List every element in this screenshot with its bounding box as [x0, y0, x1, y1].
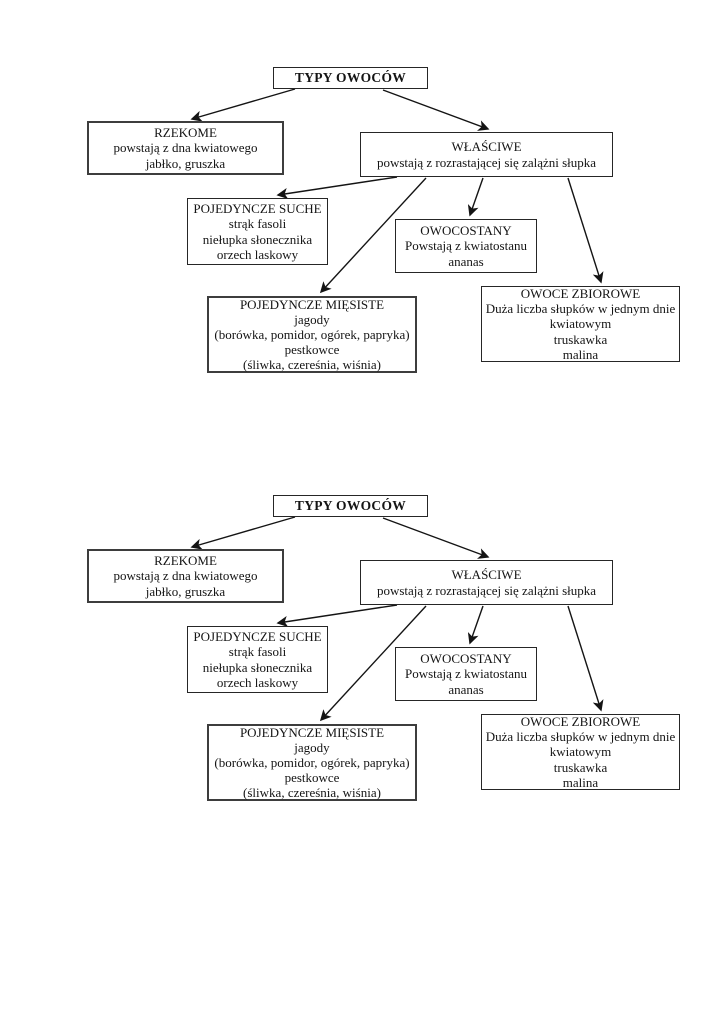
arrow-wlasciwe-to-pojedyncze-suche	[276, 604, 398, 628]
arrow-wlasciwe-to-pojedyncze-miesiste	[319, 177, 427, 294]
node-line: (borówka, pomidor, ogórek, papryka)	[214, 754, 410, 770]
node-line: niełupka słonecznika	[202, 659, 313, 675]
diagram-arrows	[190, 88, 604, 294]
node-title: POJEDYNCZE SUCHE	[193, 629, 322, 645]
node-title: OWOCOSTANY	[420, 223, 512, 239]
node-line: ananas	[448, 681, 484, 697]
node-title: POJEDYNCZE MIĘSISTE	[239, 724, 385, 740]
node-title: RZEKOME	[154, 553, 217, 569]
node-line: (borówka, pomidor, ogórek, papryka)	[214, 326, 410, 342]
node-typy-owocow: TYPY OWOCÓW	[273, 495, 428, 517]
node-line: jabłko, gruszka	[145, 155, 226, 171]
node-typy-owocow: TYPY OWOCÓW	[273, 67, 428, 89]
node-pojedyncze-miesiste: POJEDYNCZE MIĘSISTE jagody (borówka, pom…	[207, 296, 417, 373]
node-title: TYPY OWOCÓW	[294, 70, 407, 86]
arrow-typy-to-rzekome	[190, 88, 296, 122]
node-owocostany: OWOCOSTANY Powstają z kwiatostanu ananas	[395, 219, 537, 273]
node-line: pestkowce	[284, 770, 340, 786]
node-line: malina	[562, 346, 599, 362]
node-line: Powstają z kwiatostanu	[404, 666, 528, 682]
node-line: ananas	[448, 253, 484, 269]
node-line: Powstają z kwiatostanu	[404, 238, 528, 254]
node-line: truskawka	[553, 331, 608, 347]
node-line: (śliwka, czereśnia, wiśnia)	[243, 785, 381, 801]
node-line: pestkowce	[284, 342, 340, 358]
node-line: kwiatowym	[549, 744, 612, 760]
node-owocostany: OWOCOSTANY Powstają z kwiatostanu ananas	[395, 647, 537, 701]
node-owoce-zbiorowe: OWOCE ZBIOROWE Duża liczba słupków w jed…	[481, 286, 680, 362]
arrow-wlasciwe-to-owoce-zbiorowe	[567, 605, 604, 712]
node-line: powstają z rozrastającej się zalążni słu…	[376, 154, 597, 170]
arrow-wlasciwe-to-owocostany	[467, 605, 484, 645]
arrow-typy-to-wlasciwe	[382, 89, 490, 131]
node-title: POJEDYNCZE SUCHE	[193, 201, 322, 217]
node-line: jabłko, gruszka	[145, 583, 226, 599]
arrow-typy-to-wlasciwe	[382, 517, 490, 559]
arrow-wlasciwe-to-owoce-zbiorowe	[567, 177, 604, 284]
node-owoce-zbiorowe: OWOCE ZBIOROWE Duża liczba słupków w jed…	[481, 714, 680, 790]
node-line: strąk fasoli	[228, 216, 287, 232]
node-title: TYPY OWOCÓW	[294, 498, 407, 514]
fruit-types-diagram-2: TYPY OWOCÓW RZEKOME powstają z dna kwiat…	[0, 428, 725, 858]
node-line: jagody	[294, 739, 330, 755]
arrow-wlasciwe-to-pojedyncze-suche	[276, 176, 398, 200]
node-line: orzech laskowy	[216, 674, 299, 690]
node-wlasciwe: WŁAŚCIWE powstają z rozrastającej się za…	[360, 132, 613, 177]
arrow-wlasciwe-to-pojedyncze-miesiste	[319, 605, 427, 722]
node-line: jagody	[294, 311, 330, 327]
node-line: truskawka	[553, 759, 608, 775]
node-rzekome: RZEKOME powstają z dna kwiatowego jabłko…	[87, 549, 284, 603]
fruit-types-diagram-1: TYPY OWOCÓW RZEKOME powstają z dna kwiat…	[0, 0, 725, 430]
node-line: niełupka słonecznika	[202, 231, 313, 247]
node-title: OWOCOSTANY	[420, 651, 512, 667]
node-line: orzech laskowy	[216, 246, 299, 262]
node-rzekome: RZEKOME powstają z dna kwiatowego jabłko…	[87, 121, 284, 175]
node-line: kwiatowym	[549, 316, 612, 332]
node-pojedyncze-suche: POJEDYNCZE SUCHE strąk fasoli niełupka s…	[187, 198, 328, 265]
node-line: powstają z dna kwiatowego	[113, 568, 258, 584]
node-pojedyncze-suche: POJEDYNCZE SUCHE strąk fasoli niełupka s…	[187, 626, 328, 693]
node-title: POJEDYNCZE MIĘSISTE	[239, 296, 385, 312]
node-line: Duża liczba słupków w jednym dnie	[485, 729, 676, 745]
arrow-typy-to-rzekome	[190, 516, 296, 550]
node-line: strąk fasoli	[228, 644, 287, 660]
node-title: OWOCE ZBIOROWE	[520, 714, 641, 729]
node-wlasciwe: WŁAŚCIWE powstają z rozrastającej się za…	[360, 560, 613, 605]
node-line: Duża liczba słupków w jednym dnie	[485, 301, 676, 317]
node-line: powstają z rozrastającej się zalążni słu…	[376, 582, 597, 598]
node-line: (śliwka, czereśnia, wiśnia)	[243, 357, 381, 373]
node-line: powstają z dna kwiatowego	[113, 140, 258, 156]
node-title: WŁAŚCIWE	[451, 139, 522, 155]
node-line: malina	[562, 774, 599, 790]
diagram-arrows	[190, 516, 604, 722]
node-title: RZEKOME	[154, 125, 217, 141]
node-title: OWOCE ZBIOROWE	[520, 286, 641, 301]
node-title: WŁAŚCIWE	[451, 567, 522, 583]
arrow-wlasciwe-to-owocostany	[467, 177, 484, 217]
node-pojedyncze-miesiste: POJEDYNCZE MIĘSISTE jagody (borówka, pom…	[207, 724, 417, 801]
